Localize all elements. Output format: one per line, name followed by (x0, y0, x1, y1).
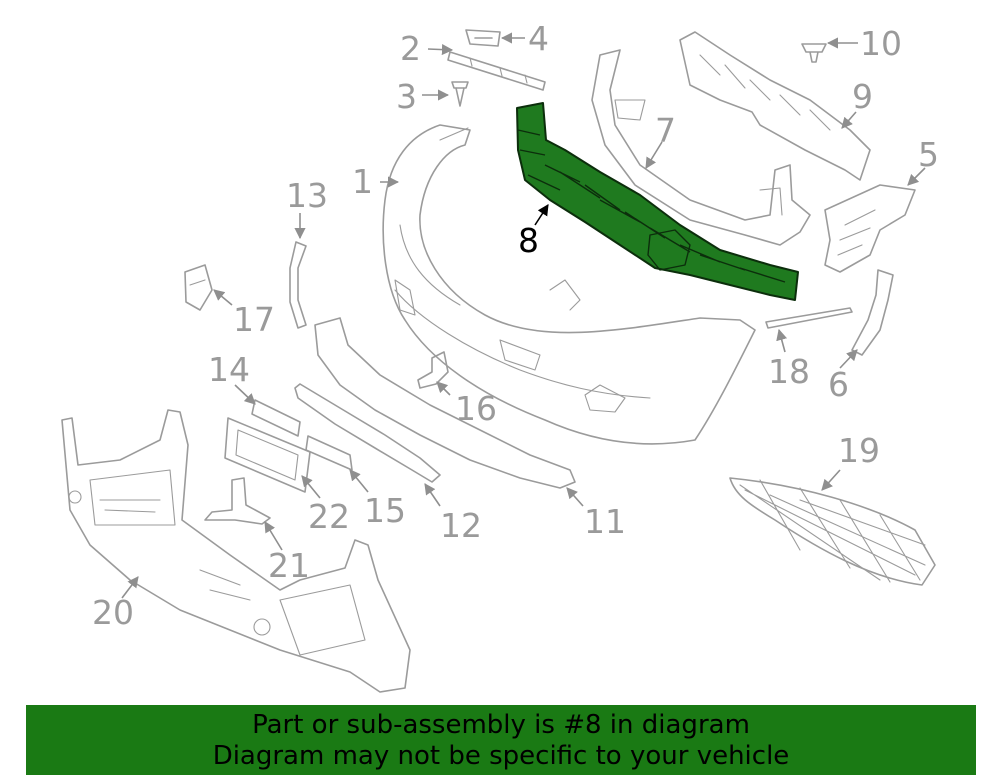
leader-lines (121, 32, 926, 599)
side-strip-part (851, 269, 894, 356)
callout-16: 16 (455, 389, 497, 428)
license-plate-bracket-part (224, 417, 311, 493)
lower-strip-part (294, 383, 441, 483)
callout-14: 14 (208, 350, 250, 389)
callout-5: 5 (918, 135, 939, 174)
callout-8: 8 (518, 221, 539, 260)
callout-12: 12 (440, 506, 482, 545)
small-bracket-16-part (417, 351, 449, 389)
fastener-part (801, 43, 827, 63)
callout-20: 20 (92, 593, 134, 632)
callout-22: 22 (308, 497, 350, 536)
brace-part (204, 477, 271, 525)
energy-absorber-part (516, 102, 799, 301)
callout-13: 13 (286, 176, 328, 215)
banner-line-part-number: Part or sub-assembly is #8 in diagram (252, 710, 750, 740)
callout-17: 17 (233, 300, 275, 339)
callout-4: 4 (528, 19, 549, 58)
callout-19: 19 (838, 431, 880, 470)
bumper-cover-part (382, 124, 756, 445)
callout-10: 10 (860, 24, 902, 63)
callout-11: 11 (584, 502, 626, 541)
screw-part (451, 81, 469, 107)
bumper-carrier-part (61, 409, 411, 693)
plate-14-part (251, 399, 301, 437)
lower-trim-part (314, 317, 576, 489)
callout-1: 1 (352, 162, 373, 201)
grille-bracket-part (679, 31, 871, 181)
callout-18: 18 (768, 352, 810, 391)
callout-3: 3 (396, 77, 417, 116)
notice-banner: Part or sub-assembly is #8 in diagram Di… (26, 705, 976, 775)
sensor-clip-part (184, 264, 213, 311)
callout-21: 21 (268, 546, 310, 585)
callout-7: 7 (655, 111, 676, 150)
upper-bracket-part (591, 49, 811, 246)
callout-labels: 1 2 3 4 5 6 7 8 9 10 11 12 13 14 15 16 1… (92, 19, 939, 632)
vertical-strip-part (289, 241, 307, 329)
mounting-strip-part (447, 51, 546, 91)
banner-line-disclaimer: Diagram may not be specific to your vehi… (212, 741, 790, 771)
callout-15: 15 (364, 491, 406, 530)
clip-part (465, 29, 501, 47)
plate-15-part (305, 435, 353, 471)
callout-9: 9 (852, 77, 873, 116)
callout-6: 6 (828, 365, 849, 404)
rod-part (765, 307, 853, 329)
side-bracket-part (824, 184, 916, 273)
callout-2: 2 (400, 29, 421, 68)
grille-mesh-part (729, 477, 936, 586)
